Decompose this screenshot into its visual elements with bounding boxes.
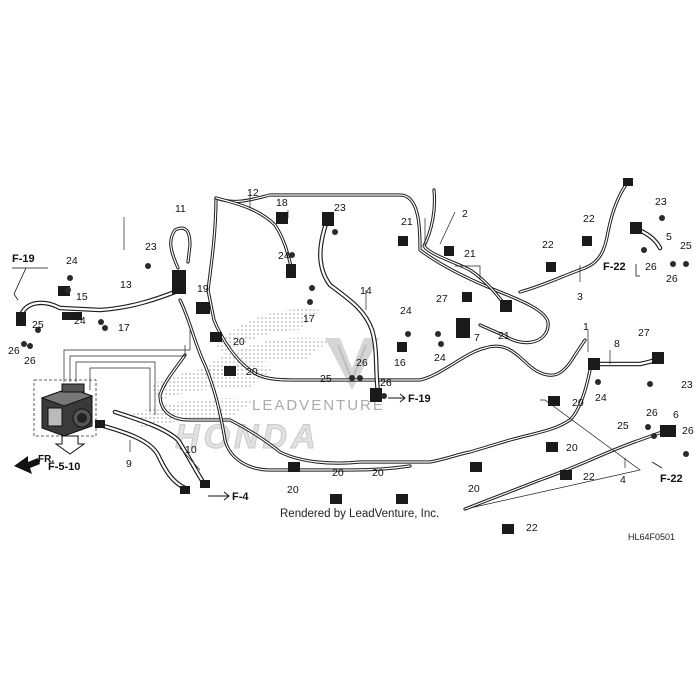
callout-21b: 21 — [464, 248, 476, 260]
callout-20e: 20 — [287, 484, 299, 496]
ref-f22-bottom: F-22 — [660, 473, 683, 485]
callout-22a: 22 — [583, 213, 595, 225]
brake-hose-8 — [593, 355, 663, 367]
callout-25c: 25 — [617, 420, 629, 432]
ref-f19-right: F-19 — [408, 393, 431, 405]
callout-25b: 25 — [320, 373, 332, 385]
callout-20a: 20 — [233, 336, 245, 348]
callout-22d: 22 — [526, 522, 538, 534]
callout-26h: 26 — [682, 425, 694, 437]
front-direction-arrow-icon: FR. — [14, 454, 54, 474]
callout-24b: 24 — [74, 315, 86, 327]
callout-16: 16 — [394, 357, 406, 369]
reference-arrow-icon — [388, 393, 406, 403]
callout-23c: 23 — [655, 196, 667, 208]
leadventure-text-watermark: LEADVENTURE — [252, 397, 385, 414]
callout-26e: 26 — [645, 261, 657, 273]
reference-arrow-icon — [635, 264, 640, 277]
callout-20h: 20 — [468, 483, 480, 495]
callout-11: 11 — [175, 203, 186, 215]
callout-9: 9 — [126, 458, 132, 470]
callout-26f: 26 — [666, 273, 678, 285]
callout-26c: 26 — [356, 357, 368, 369]
callout-26g: 26 — [646, 407, 658, 419]
reference-arrow-icon — [54, 435, 86, 455]
brake-pipe-4 — [463, 430, 664, 511]
callout-23b: 23 — [334, 202, 346, 214]
callout-22b: 22 — [542, 239, 554, 251]
fittings — [16, 178, 689, 534]
front-label: FR. — [38, 454, 54, 465]
brake-pipe-12 — [214, 196, 294, 272]
callout-26a: 26 — [8, 345, 20, 357]
callout-24c: 24 — [278, 250, 290, 262]
callout-20b: 20 — [246, 366, 258, 378]
callout-13: 13 — [120, 279, 132, 291]
brake-hose-9 — [97, 422, 188, 491]
ref-f19-left: F-19 — [12, 253, 35, 265]
reference-arrow-icon — [651, 461, 663, 469]
callout-1: 1 — [583, 321, 589, 333]
reference-arrow-icon — [208, 491, 230, 501]
callout-20f: 20 — [332, 467, 344, 479]
brake-hose-10 — [112, 409, 208, 488]
callout-26d: 26 — [380, 377, 392, 389]
callout-17b: 17 — [303, 313, 315, 325]
callout-26b: 26 — [24, 355, 36, 367]
callout-15: 15 — [76, 291, 88, 303]
reference-arrow-icon — [13, 267, 27, 301]
rendered-by-text: Rendered by LeadVenture, Inc. — [280, 508, 439, 520]
callout-19: 19 — [197, 283, 209, 295]
callout-18: 18 — [276, 197, 288, 209]
callout-12: 12 — [247, 187, 259, 199]
ref-f4: F-4 — [232, 491, 249, 503]
callout-4: 4 — [620, 474, 626, 486]
callout-24a: 24 — [66, 255, 78, 267]
callout-24d: 24 — [400, 305, 412, 317]
callout-6: 6 — [673, 409, 679, 421]
callout-14: 14 — [360, 285, 372, 297]
callout-20g: 20 — [372, 467, 384, 479]
callout-20c: 20 — [572, 397, 584, 409]
brake-hose-14 — [318, 215, 381, 395]
callout-10: 10 — [185, 444, 197, 456]
brake-pipe-2 — [422, 188, 507, 307]
brake-pipe-11 — [169, 226, 192, 270]
callout-25d: 25 — [680, 240, 692, 252]
callout-8: 8 — [614, 338, 620, 350]
callout-22c: 22 — [583, 471, 595, 483]
leader-lines — [63, 190, 641, 509]
reference-labels: F-19 F-19 F-22 F-22 F-4 F-5-10 — [12, 253, 683, 503]
callout-labels: 1 2 3 4 5 6 7 8 9 10 11 12 13 14 15 16 1… — [8, 187, 694, 534]
callout-23d: 23 — [681, 379, 693, 391]
callout-27b: 27 — [638, 327, 650, 339]
callout-3: 3 — [577, 291, 583, 303]
brake-pipe-3 — [518, 180, 630, 294]
callout-24e: 24 — [434, 352, 446, 364]
ref-f510: F-5-10 — [48, 461, 80, 473]
callout-2: 2 — [462, 208, 468, 220]
honda-wing-watermark: HONDA — [130, 309, 330, 457]
callout-5: 5 — [666, 231, 672, 243]
callout-21c: 21 — [498, 330, 510, 342]
ref-f22-top: F-22 — [603, 261, 626, 273]
diagram-code: HL64F0501 — [628, 532, 675, 542]
callout-27a: 27 — [436, 293, 448, 305]
callout-20d: 20 — [566, 442, 578, 454]
callout-17: 17 — [118, 322, 130, 334]
callout-25a: 25 — [32, 319, 44, 331]
callout-7: 7 — [474, 332, 480, 344]
honda-text-watermark: HONDA — [175, 418, 320, 456]
callout-23a: 23 — [145, 241, 157, 253]
callout-21a: 21 — [401, 216, 413, 228]
brake-hose-13 — [17, 287, 183, 321]
callout-24f: 24 — [595, 392, 607, 404]
abs-modulator-unit — [33, 379, 97, 437]
